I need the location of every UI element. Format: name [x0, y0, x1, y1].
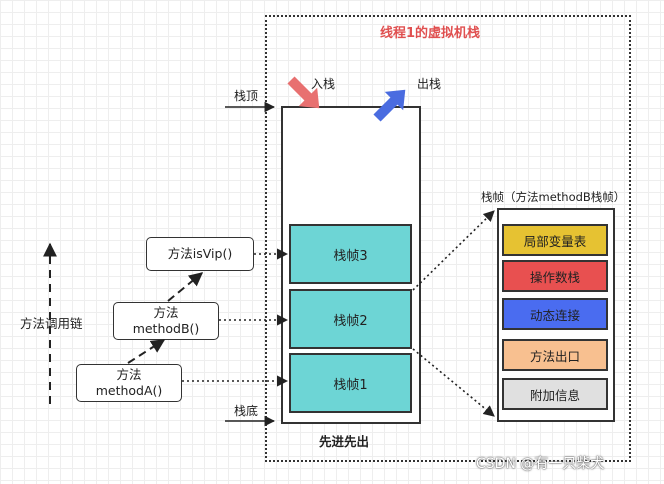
call-b-to-isvip-arrow: [167, 272, 204, 302]
pop-arrow-icon: [373, 89, 406, 122]
watermark: CSDN @有一只柴犬: [476, 456, 605, 472]
push-label: 入栈: [311, 77, 336, 91]
dynamic-linking: 动态连接: [502, 298, 608, 330]
stack-bottom-label: 栈底: [234, 404, 259, 418]
method-a-label-1: 方法: [116, 366, 142, 382]
call-a-to-b-arrow: [127, 339, 166, 364]
stack-top-label: 栈顶: [234, 89, 259, 103]
method-a-label-2: methodA(): [95, 383, 163, 398]
additional-info: 附加信息: [502, 378, 608, 410]
stack-frame-1: 栈帧1: [289, 353, 412, 413]
operand-stack: 操作数栈: [502, 260, 608, 292]
return-address: 方法出口: [502, 339, 608, 371]
frame-expand-bottom-arrow: [412, 348, 495, 417]
thread-stack-title: 线程1的虚拟机栈: [380, 26, 481, 41]
call-chain-label: 方法调用链: [20, 316, 83, 331]
local-variable-table: 局部变量表: [502, 224, 608, 256]
frame-expand-top-arrow: [412, 210, 495, 291]
method-isvip-box: 方法isVip(): [146, 237, 254, 271]
push-arrow-icon: [287, 76, 320, 109]
fifo-label: 先进先出: [319, 434, 370, 449]
stack-frame-3: 栈帧3: [289, 224, 412, 284]
pop-label: 出栈: [417, 77, 442, 91]
method-b-label-2: methodB(): [132, 321, 200, 336]
frame-detail-title: 栈帧（方法methodB栈帧）: [481, 190, 626, 204]
thread-stack-container: [265, 15, 631, 462]
method-b-label-1: 方法: [153, 304, 179, 320]
method-a-box: 方法 methodA(): [76, 364, 182, 402]
method-isvip-label: 方法isVip(): [167, 245, 233, 261]
stack-frame-2: 栈帧2: [289, 289, 412, 349]
method-b-box: 方法 methodB(): [113, 302, 219, 340]
